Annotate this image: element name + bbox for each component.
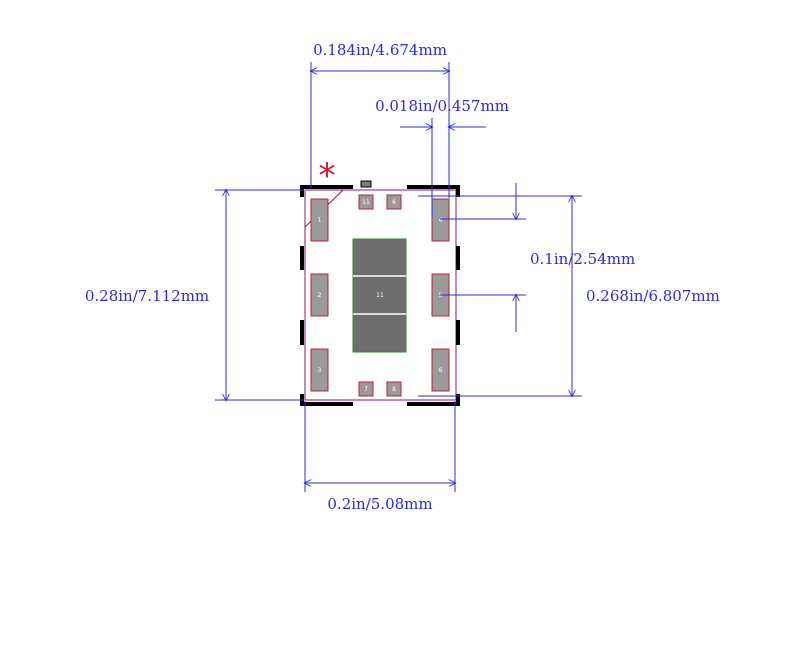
- pad-left-top: [310, 198, 329, 242]
- top-marker-block: [360, 180, 372, 188]
- pad-label-thermal: 11: [376, 292, 384, 299]
- pad-right-top: [431, 198, 450, 242]
- pad-left-bottom: [310, 348, 329, 392]
- pad-left-middle: [310, 273, 329, 317]
- pad-label-right-top: 4: [439, 217, 443, 224]
- dimension-labels: 0.184in/4.674mm 0.018in/0.457mm 0.1in/2.…: [85, 41, 720, 513]
- pad-labels: 1 2 3 4 5 6 11 6 7 8 11: [318, 199, 443, 393]
- dim-label-height-right: 0.268in/6.807mm: [586, 287, 720, 305]
- dim-label-height-left: 0.28in/7.112mm: [85, 287, 209, 305]
- dim-label-pad-width: 0.018in/0.457mm: [375, 97, 509, 115]
- dimension-lines: [215, 62, 582, 492]
- pad-label-left-top: 1: [318, 217, 322, 224]
- pad-label-right-bottom: 6: [439, 367, 443, 374]
- pad-label-top-small-right: 6: [392, 199, 396, 206]
- silk-corner-bottom-right: [407, 394, 460, 406]
- dim-label-overall-width: 0.184in/4.674mm: [313, 41, 447, 59]
- pad-top-small-left: [358, 194, 374, 210]
- pads: [310, 194, 450, 397]
- pad-top-small-right: [386, 194, 402, 210]
- dim-label-pitch: 0.1in/2.54mm: [530, 250, 635, 268]
- silk-corner-top-left: [300, 185, 353, 197]
- silk-corner-top-right: [407, 185, 460, 197]
- dim-label-body-width: 0.2in/5.08mm: [327, 495, 432, 513]
- silkscreen-outline: [300, 185, 460, 406]
- pad-label-bottom-small-right: 8: [392, 386, 396, 393]
- thermal-pad: [352, 238, 407, 353]
- pad-label-top-small-left: 11: [362, 199, 370, 206]
- pad-right-bottom: [431, 348, 450, 392]
- pad-label-bottom-small-left: 7: [364, 386, 368, 393]
- pad-label-left-bottom: 3: [318, 367, 322, 374]
- pad-bottom-small-left: [358, 381, 374, 397]
- pin1-marker: *: [319, 156, 336, 196]
- pad-bottom-small-right: [386, 381, 402, 397]
- pad-label-left-middle: 2: [318, 292, 322, 299]
- silk-corner-bottom-left: [300, 394, 353, 406]
